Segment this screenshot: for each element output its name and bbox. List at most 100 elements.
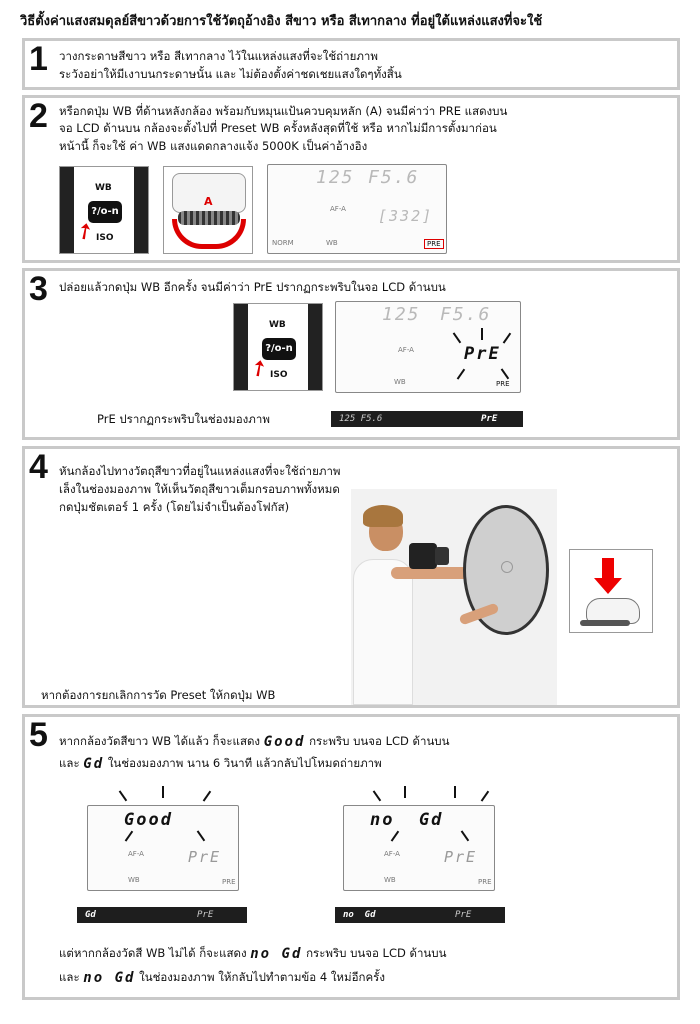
down-arrow-icon (602, 558, 614, 580)
step-text-line: ระวังอย่าให้มีเงาบนกระดาษนั้น และ ไม่ต้อ… (59, 67, 402, 81)
lcd-frames: [332] (378, 207, 434, 225)
lcd-shutter: 125 (316, 167, 355, 188)
text-segment: กระพริบ บนจอ LCD ด้านบน (306, 946, 447, 960)
step-2: 2 หรือกดปุ่ม WB ที่ด้านหลังกล้อง พร้อมกั… (22, 95, 680, 263)
top-lcd-no-good: no Gd AF-A PrE WB PRE (343, 786, 495, 891)
viewfinder-blink: Gd (85, 910, 96, 920)
display-code: no Gd (250, 945, 303, 962)
lcd-pre: PRE (478, 878, 492, 886)
blink-ray-icon (404, 786, 406, 798)
viewfinder-values: 125 F5.6 (339, 414, 383, 424)
step-text-line: หรือกดปุ่ม WB ที่ด้านหลังกล้อง พร้อมกับห… (59, 104, 508, 118)
blink-ray-icon (452, 332, 461, 344)
step-text-line: เล็งในช่องมองภาพ ให้เห็นวัตถุสีขาวเต็มกร… (59, 482, 340, 496)
wb-button-illustration: WB ?/o-n ISO ➚ (59, 166, 149, 254)
lcd-wb: WB (326, 239, 338, 247)
wb-button: ?/o-n (262, 338, 296, 360)
viewfinder-blink: no Gd (343, 910, 376, 920)
viewfinder-values: PrE (197, 910, 214, 920)
step-number: 4 (29, 448, 48, 486)
lcd-pre: PRE (222, 878, 236, 886)
lcd-af: AF-A (128, 850, 144, 858)
step-4: 4 หันกล้องไปทางวัตถุสีขาวที่อยู่ในแหล่งแ… (22, 446, 680, 708)
step-text-line: กดปุ่มชัตเตอร์ 1 ครั้ง (โดยไม่จำเป็นต้อง… (59, 500, 290, 514)
lcd-pre: PRE (424, 239, 444, 249)
text-segment: ในช่องมองภาพ นาน 6 วินาที แล้วกลับไปโหมด… (107, 756, 382, 770)
viewfinder-values: PrE (455, 910, 472, 920)
lcd-pre: PRE (496, 380, 510, 388)
text-segment: และ (59, 970, 80, 984)
blink-ray-icon (118, 790, 127, 802)
step-text-line: จอ LCD ด้านบน กล้องจะตั้งไปที่ Preset WB… (59, 121, 497, 135)
iso-label: ISO (96, 233, 114, 243)
lcd-af: AF-A (384, 850, 400, 858)
rotate-arrow-icon (172, 219, 246, 249)
viewfinder-strip: 125 F5.6 PrE (331, 411, 523, 427)
blink-ray-icon (456, 368, 465, 380)
blink-ray-icon (196, 830, 205, 842)
text-segment: ในช่องมองภาพ ให้กลับไปทำตามข้อ 4 ใหม่อีก… (139, 970, 385, 984)
blink-ray-icon (502, 332, 511, 344)
display-code: no Gd (83, 969, 136, 986)
display-code: Gd (83, 755, 105, 772)
text-segment: แต่หากกล้องวัดสี WB ไม่ได้ ก็จะแสดง (59, 946, 247, 960)
lcd-aperture: F5.6 (368, 167, 420, 188)
blink-ray-icon (481, 328, 483, 340)
blink-ray-icon (162, 786, 164, 798)
blink-ray-icon (460, 830, 469, 842)
wb-label: WB (269, 320, 286, 330)
viewfinder-blink: PrE (481, 414, 498, 424)
blink-ray-icon (454, 786, 456, 798)
wb-button-illustration: WB ?/o-n ISO ➚ (233, 303, 323, 391)
lcd-wb: WB (394, 378, 406, 386)
viewfinder-strip-no-good: no Gd PrE (335, 907, 505, 923)
step-text-line: หันกล้องไปทางวัตถุสีขาวที่อยู่ในแหล่งแสง… (59, 464, 341, 478)
page-title: วิธีตั้งค่าแสงสมดุลย์สีขาวด้วยการใช้วัตถ… (20, 14, 543, 29)
text-segment: กระพริบ บนจอ LCD ด้านบน (309, 734, 450, 748)
blink-ray-icon (500, 368, 509, 380)
lcd-wb: WB (128, 876, 140, 884)
wb-button: ?/o-n (88, 201, 122, 223)
step-number: 5 (29, 716, 48, 754)
lcd-pre-big: PrE (188, 848, 222, 866)
photo-person-with-reflector (351, 489, 557, 705)
viewfinder-strip-good: Gd PrE (77, 907, 247, 923)
step-5: 5 หากกล้องวัดสีขาว WB ได้แล้ว ก็จะแสดง G… (22, 714, 680, 1000)
step-3: 3 ปล่อยแล้วกดปุ่ม WB อีกครั้ง จนมีค่าว่า… (22, 268, 680, 440)
step-text-line: หน้านี้ ก็จะใช้ ค่า WB แสงแดดกลางแจ้ง 50… (59, 139, 368, 153)
step-text-line: ปล่อยแล้วกดปุ่ม WB อีกครั้ง จนมีค่าว่า P… (59, 280, 446, 294)
blink-ray-icon (124, 830, 133, 842)
lcd-blink: no Gd (370, 810, 444, 830)
blink-ray-icon (480, 790, 489, 802)
lcd-norm: NORM (272, 239, 294, 247)
lcd-af: AF-A (330, 205, 346, 213)
step-number: 2 (29, 97, 48, 135)
command-dial-illustration: A (163, 166, 253, 254)
step-number: 3 (29, 270, 48, 308)
blink-ray-icon (372, 790, 381, 802)
lcd-pre-big: PrE (444, 848, 478, 866)
step-text-line: วางกระดาษสีขาว หรือ สีเทากลาง ไว้ในแหล่ง… (59, 49, 378, 63)
lcd-blink: PrE (464, 344, 501, 364)
display-code: Good (263, 733, 306, 750)
step-text-line: หากกล้องวัดสีขาว WB ได้แล้ว ก็จะแสดง Goo… (59, 733, 449, 750)
lcd-wb: WB (384, 876, 396, 884)
text-segment: หากกล้องวัดสีขาว WB ได้แล้ว ก็จะแสดง (59, 734, 261, 748)
lcd-af: AF-A (398, 346, 414, 354)
top-lcd: 125 F5.6 AF-A [332] NORM WB PRE (267, 164, 447, 254)
blink-ray-icon (202, 790, 211, 802)
cancel-note: หากต้องการยกเลิกการวัด Preset ให้กดปุ่ม … (41, 688, 276, 702)
step-text-line: และ no Gd ในช่องมองภาพ ให้กลับไปทำตามข้อ… (59, 969, 385, 986)
dial-label: A (204, 195, 213, 208)
wb-label: WB (95, 183, 112, 193)
blink-ray-icon (390, 830, 399, 842)
step-text-line: แต่หากกล้องวัดสี WB ไม่ได้ ก็จะแสดง no G… (59, 945, 446, 962)
lcd-shutter: 125 (382, 304, 421, 325)
step-number: 1 (29, 40, 48, 78)
step-text-line: และ Gd ในช่องมองภาพ นาน 6 วินาที แล้วกลั… (59, 755, 382, 772)
text-segment: และ (59, 756, 80, 770)
iso-label: ISO (270, 370, 288, 380)
lcd-blink: Good (124, 810, 173, 830)
viewfinder-caption: PrE ปรากฏกระพริบในช่องมองภาพ (97, 412, 270, 426)
top-lcd: 125 F5.6 AF-A PrE WB PRE (335, 301, 521, 393)
